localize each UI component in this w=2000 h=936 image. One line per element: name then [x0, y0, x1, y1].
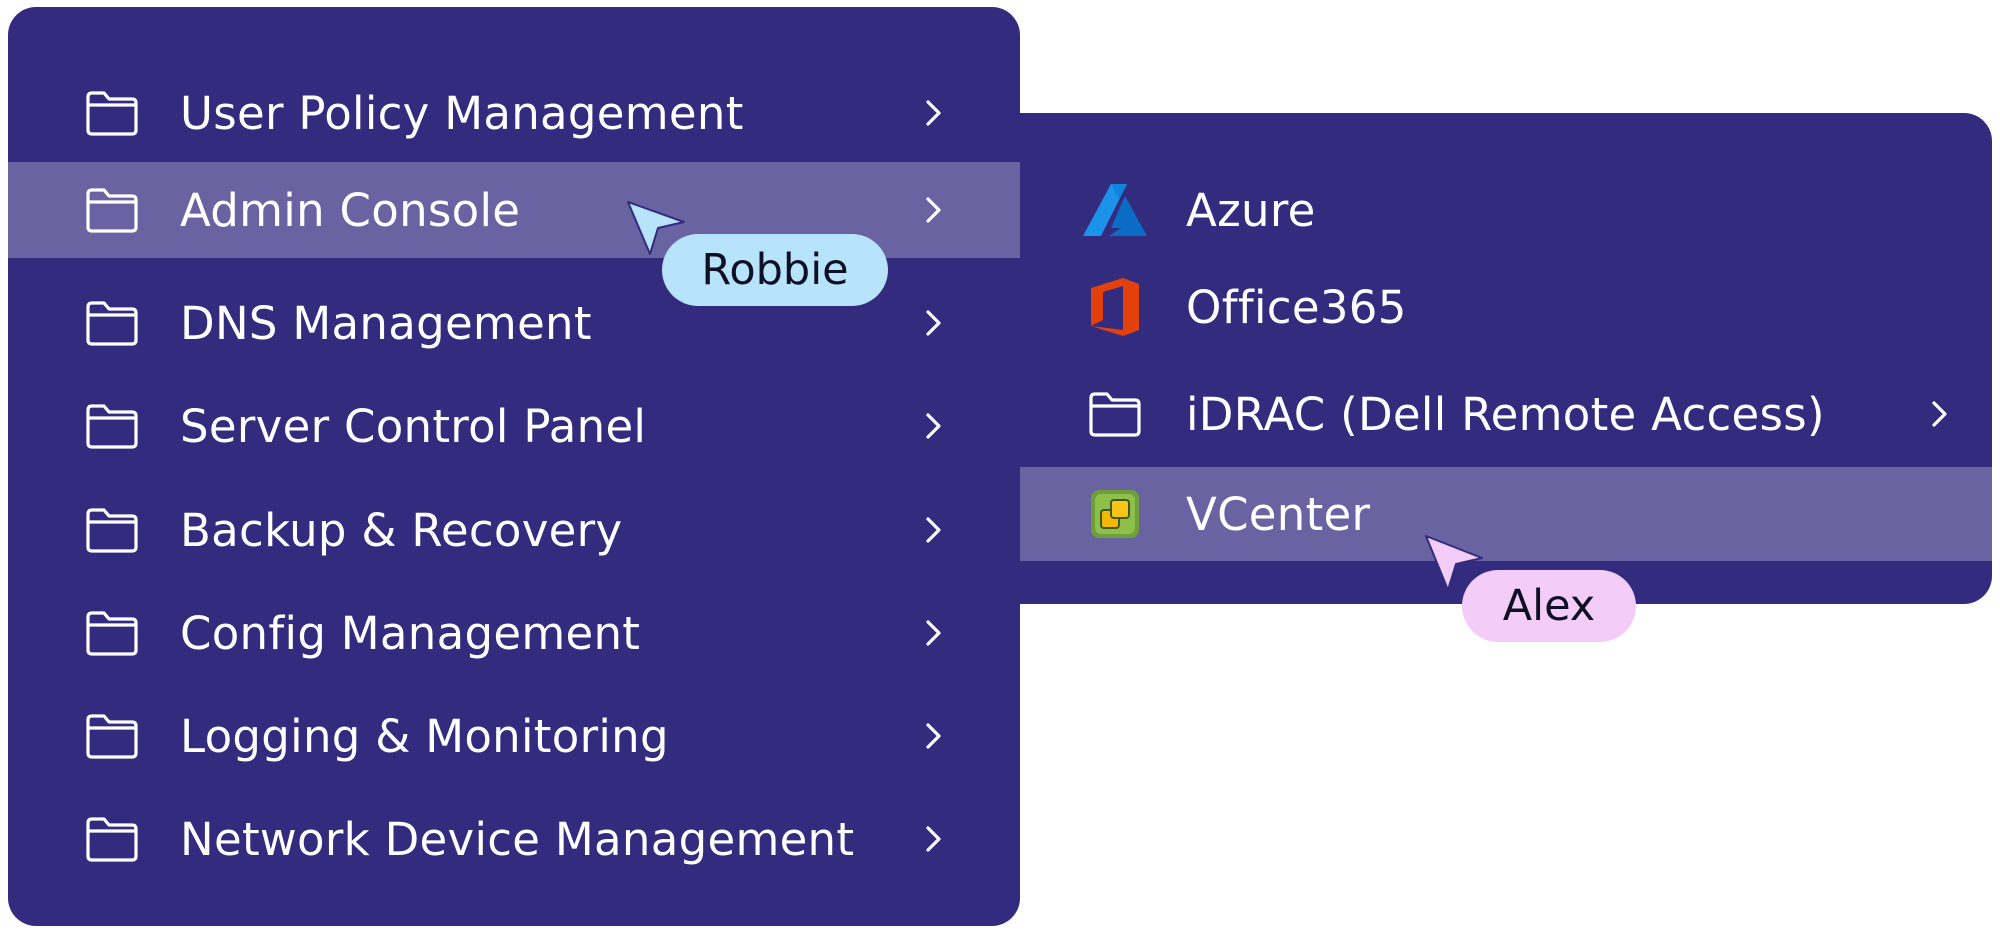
submenu-item-office365[interactable]: Office365: [1020, 260, 1992, 354]
chevron-right-icon: [914, 404, 954, 448]
cursor-arrow-icon: [626, 200, 688, 260]
submenu-item-label: Office365: [1186, 280, 1407, 334]
menu-item-network-device-management[interactable]: Network Device Management: [8, 791, 1020, 887]
menu-item-label: User Policy Management: [180, 86, 744, 140]
admin-console-submenu: Azure Office365 iDRAC (Dell Remote Acces…: [1020, 113, 1992, 604]
folder-icon: [84, 297, 140, 349]
menu-item-label: Admin Console: [180, 183, 521, 237]
chevron-right-icon: [914, 91, 954, 135]
submenu-item-idrac[interactable]: iDRAC (Dell Remote Access): [1020, 367, 1992, 461]
chevron-right-icon: [914, 301, 954, 345]
menu-item-logging-monitoring[interactable]: Logging & Monitoring: [8, 688, 1020, 784]
menu-item-dns-management[interactable]: DNS Management: [8, 275, 1020, 371]
menu-item-label: Backup & Recovery: [180, 503, 623, 557]
menu-item-label: DNS Management: [180, 296, 592, 350]
chevron-right-icon: [914, 611, 954, 655]
chevron-right-icon: [914, 188, 954, 232]
menu-item-user-policy-management[interactable]: User Policy Management: [8, 65, 1020, 161]
submenu-item-label: Azure: [1186, 183, 1316, 237]
folder-icon: [84, 184, 140, 236]
office365-icon: [1080, 272, 1150, 342]
submenu-item-azure[interactable]: Azure: [1020, 163, 1992, 257]
folder-icon: [84, 87, 140, 139]
menu-item-server-control-panel[interactable]: Server Control Panel: [8, 378, 1020, 474]
submenu-item-label: VCenter: [1186, 487, 1371, 541]
folder-icon: [84, 813, 140, 865]
folder-icon: [84, 504, 140, 556]
chevron-right-icon: [914, 817, 954, 861]
submenu-item-vcenter[interactable]: VCenter: [1020, 467, 1992, 561]
submenu-item-label: iDRAC (Dell Remote Access): [1186, 387, 1825, 441]
folder-icon: [84, 400, 140, 452]
menu-item-label: Server Control Panel: [180, 399, 647, 453]
chevron-right-icon: [914, 714, 954, 758]
chevron-right-icon: [914, 508, 954, 552]
menu-item-label: Config Management: [180, 606, 641, 660]
menu-item-config-management[interactable]: Config Management: [8, 585, 1020, 681]
cursor-arrow-icon: [1424, 534, 1486, 596]
folder-icon: [84, 607, 140, 659]
collaborator-cursor-label: Alex: [1462, 570, 1636, 642]
menu-item-admin-console[interactable]: Admin Console: [8, 162, 1020, 258]
chevron-right-icon: [1920, 392, 1960, 436]
menu-item-label: Network Device Management: [180, 812, 855, 866]
vcenter-icon: [1080, 479, 1150, 549]
collaborator-cursor-label: Robbie: [662, 234, 888, 306]
main-menu: User Policy Management Admin Console DNS…: [8, 7, 1020, 926]
menu-item-backup-recovery[interactable]: Backup & Recovery: [8, 482, 1020, 578]
menu-item-label: Logging & Monitoring: [180, 709, 669, 763]
azure-icon: [1080, 175, 1150, 245]
folder-icon: [84, 710, 140, 762]
folder-icon: [1080, 379, 1150, 449]
